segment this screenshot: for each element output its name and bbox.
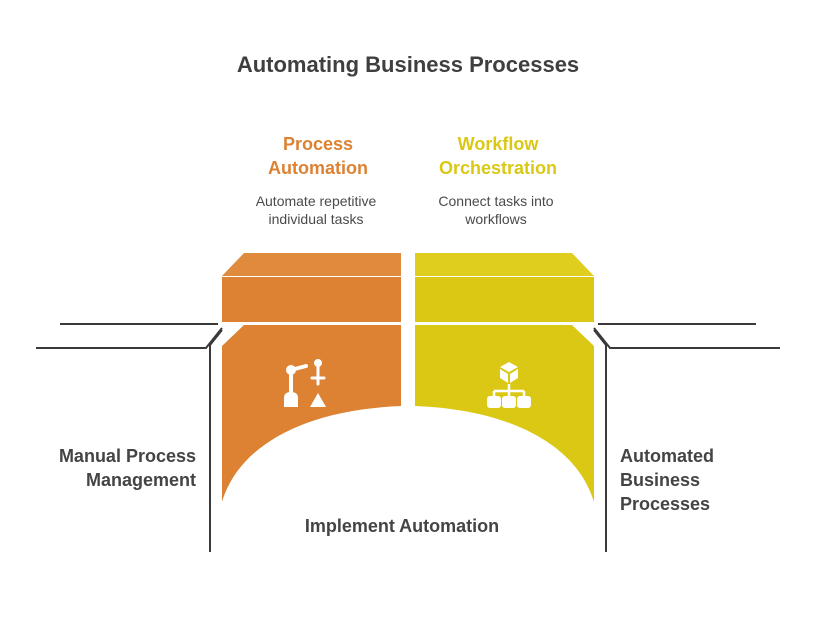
manual-process-label-line-2: Management: [85, 470, 196, 490]
left-lower-line: [36, 327, 223, 349]
workflow-orchestration-block-top: [415, 253, 594, 276]
workflow-orchestration-heading-line-2: Orchestration: [438, 158, 558, 178]
right-lower-line: [593, 327, 780, 349]
workflow-orchestration-heading-line-1: Workflow: [457, 134, 539, 154]
workflow-orchestration-description-line-1: Connect tasks into: [438, 193, 554, 209]
process-automation-description-line-2: individual tasks: [268, 211, 364, 227]
manual-process-label-line-1: Manual Process: [58, 446, 196, 466]
workflow-orchestration-pillar: [415, 325, 594, 502]
process-automation-heading: Process Automation: [218, 132, 418, 180]
process-automation-block-front: [222, 277, 401, 322]
process-automation-heading-line-2: Automation: [268, 158, 368, 178]
diagram-title: Automating Business Processes: [236, 52, 580, 77]
process-automation-description-line-1: Automate repetitive: [255, 193, 377, 209]
workflow-orchestration-description-line-2: workflows: [465, 211, 527, 227]
automated-processes-label: Automated Business Processes: [620, 444, 780, 516]
workflow-orchestration-heading: Workflow Orchestration: [398, 132, 598, 180]
manual-process-label: Manual Process Management: [40, 444, 196, 492]
automated-processes-label-line-1: Automated: [620, 446, 714, 466]
workflow-orchestration-upper-block: [415, 253, 594, 322]
process-automation-description: Automate repetitive individual tasks: [216, 192, 416, 228]
process-automation-heading-line-1: Process: [282, 134, 354, 154]
automated-processes-label-line-3: Processes: [620, 494, 711, 514]
connector-lines: [36, 323, 780, 552]
workflow-orchestration-description: Connect tasks into workflows: [396, 192, 596, 228]
workflow-orchestration-block-front: [415, 277, 594, 322]
automated-processes-label-line-2: Business: [620, 470, 701, 490]
process-automation-pillar: [222, 325, 401, 502]
process-automation-upper-block: [222, 253, 401, 322]
implement-automation-label: Implement Automation: [304, 516, 500, 536]
left-vertical-line: [209, 329, 223, 552]
workflow-hierarchy-icon: [487, 362, 531, 408]
process-automation-block-top: [222, 253, 401, 276]
robot-arm-icon: [284, 359, 326, 407]
right-vertical-line: [593, 329, 607, 552]
